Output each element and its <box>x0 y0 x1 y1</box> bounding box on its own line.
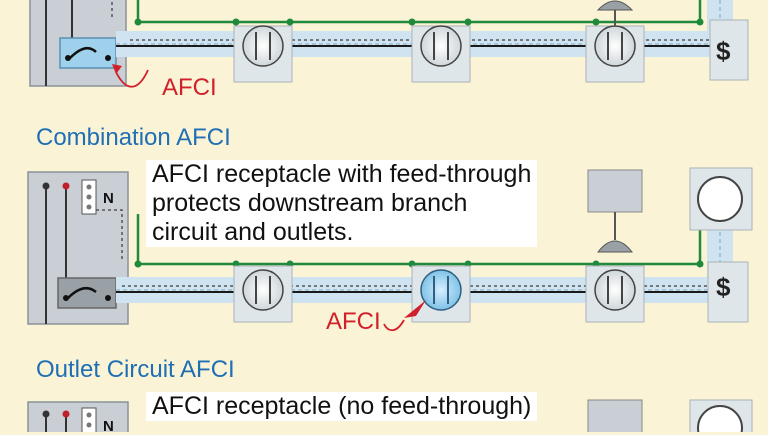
neutral-label: N <box>103 190 114 207</box>
section-heading-combination: Combination AFCI <box>36 124 231 151</box>
section-heading-outlet: Outlet Circuit AFCI <box>36 356 235 383</box>
afci-label: AFCI <box>162 74 217 101</box>
light-fixture-icon <box>596 240 634 253</box>
standard-breaker <box>57 277 117 309</box>
receptacle <box>594 269 636 311</box>
ceiling-box <box>587 169 643 213</box>
lamp-icon <box>697 405 743 432</box>
afci-receptacle <box>420 269 462 311</box>
switch-symbol: $ <box>716 36 731 66</box>
outlet-afci-section <box>27 399 753 432</box>
light-fixture-icon <box>596 0 634 11</box>
combination-description: AFCI receptacle with feed-through protec… <box>146 160 538 247</box>
afci-pointer-arrow <box>383 319 405 332</box>
neutral-label: N <box>103 418 114 435</box>
ceiling-box <box>587 399 643 432</box>
afci-pointer-arrow <box>115 69 149 88</box>
afci-breaker <box>59 37 117 69</box>
lamp-icon <box>697 176 743 222</box>
switch-symbol: $ <box>716 272 731 302</box>
receptacle <box>242 269 284 311</box>
branch-afci-section <box>29 0 749 88</box>
receptacle <box>242 25 284 67</box>
afci-label: AFCI <box>326 308 381 335</box>
receptacle <box>420 25 462 67</box>
outlet-description: AFCI receptacle (no feed-through) <box>146 392 538 421</box>
receptacle <box>594 25 636 67</box>
combination-afci-section <box>27 167 753 332</box>
